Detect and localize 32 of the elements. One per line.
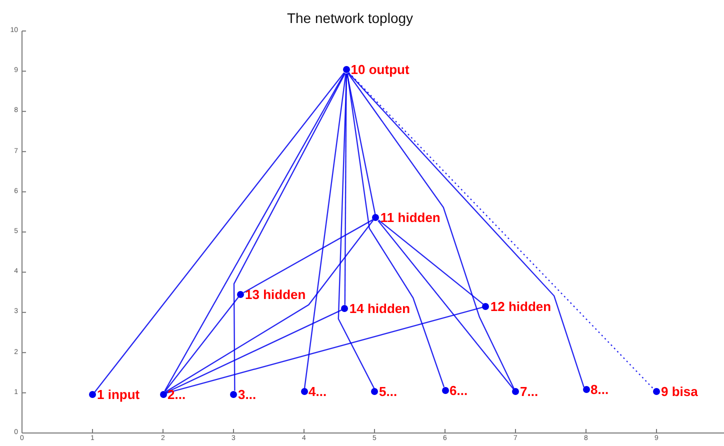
node-label: 12 hidden — [490, 298, 552, 314]
connection-line — [378, 220, 514, 390]
node-label: 4... — [308, 384, 327, 400]
node-label: 1 input — [97, 387, 140, 402]
connection-line — [378, 220, 484, 305]
node-label: 8... — [590, 382, 609, 398]
connection-line — [166, 306, 483, 394]
connection-line — [165, 220, 374, 392]
connection-line — [348, 72, 655, 390]
node-label: 2... — [168, 386, 186, 402]
connection-line — [94, 72, 345, 392]
connection-line — [164, 72, 346, 392]
node-label: 6... — [450, 382, 468, 398]
connection-line — [304, 73, 346, 389]
node-label: 13 hidden — [245, 286, 306, 302]
node-label: 7... — [520, 384, 538, 400]
connection-line — [164, 296, 239, 392]
connection-line — [344, 74, 347, 305]
connection-line — [233, 73, 346, 391]
node-label: 5... — [379, 384, 398, 400]
node-label: 14 hidden — [349, 300, 410, 316]
connection-line — [243, 219, 374, 294]
connection-line — [347, 72, 514, 389]
node-label: 9 bisa — [661, 384, 698, 400]
connection-line — [166, 309, 342, 394]
node-label: 11 hidden — [380, 210, 440, 226]
connection-line — [348, 72, 584, 388]
node-label: 10 output — [350, 62, 410, 78]
chart-title: The network toplogy — [286, 10, 414, 26]
connection-line — [346, 73, 376, 215]
node-label: 3... — [238, 386, 256, 402]
connection-line — [346, 73, 445, 388]
